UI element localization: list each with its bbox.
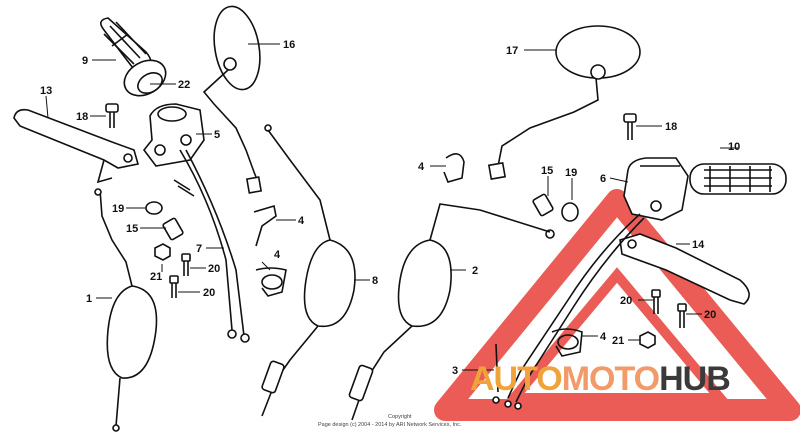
clamp-4-right-b [551, 328, 583, 357]
mirror-right [487, 25, 641, 181]
callout-15-right: 15 [541, 165, 553, 177]
callout-20-right-b: 20 [704, 309, 716, 321]
watermark-word-auto: AUTO [470, 360, 563, 398]
callout-13: 13 [40, 85, 52, 97]
washer-19-right [561, 202, 579, 222]
callout-8: 8 [372, 275, 378, 287]
callout-15-left: 15 [126, 223, 138, 235]
screw-15-left [162, 217, 184, 241]
cable-8 [261, 124, 356, 417]
cable-7 [173, 149, 250, 343]
callout-16: 16 [283, 39, 295, 51]
callout-20-left-a: 20 [208, 263, 220, 275]
watermark-word-hub: HUB [659, 360, 731, 398]
nut-21-right [639, 331, 656, 349]
callout-4-right-b: 4 [600, 331, 607, 343]
lever-right [619, 233, 750, 305]
clamp-4-left-a [253, 204, 277, 247]
wire-harness-3 [492, 213, 645, 410]
callout-17: 17 [506, 45, 518, 57]
callout-18-right: 18 [665, 121, 677, 133]
screw-20-right-b [677, 303, 687, 328]
clamp-4-left-b [255, 267, 287, 297]
leader-lines [45, 43, 738, 371]
callout-1: 1 [86, 293, 92, 305]
callout-4-left-a: 4 [298, 215, 305, 227]
callout-9: 9 [82, 55, 88, 67]
callout-19-right: 19 [565, 167, 577, 179]
callout-5: 5 [214, 129, 220, 141]
lever-bracket [142, 103, 205, 167]
callout-10: 10 [728, 141, 740, 153]
callout-4-right-a: 4 [418, 161, 425, 173]
callout-6: 6 [600, 173, 606, 185]
cable-2 [348, 203, 555, 421]
bolt-18-right [623, 113, 637, 140]
callout-7: 7 [196, 243, 202, 255]
screw-20-right-a [651, 289, 661, 314]
copyright-title: Copyright [388, 414, 412, 420]
copyright-notice: Page design (c) 2004 - 2014 by ARI Netwo… [318, 422, 462, 428]
screw-20-left-b [169, 275, 179, 298]
watermark-triangle [434, 189, 800, 421]
callout-20-right-a: 20 [620, 295, 632, 307]
callout-22: 22 [178, 79, 190, 91]
master-cylinder [623, 157, 689, 221]
screw-15-right [532, 193, 554, 217]
screw-20-left-a [181, 253, 191, 276]
callout-3: 3 [452, 365, 458, 377]
cable-1 [94, 188, 158, 432]
callout-21-left: 21 [150, 271, 162, 283]
callout-labels: 9 22 16 13 18 5 19 15 7 4 4 21 20 20 1 8… [40, 39, 740, 377]
callout-4-left-b: 4 [274, 249, 281, 261]
grip-right [689, 163, 787, 195]
mirror-left [202, 5, 263, 194]
callout-20-left-b: 20 [203, 287, 215, 299]
washer-19-left [145, 201, 163, 215]
callout-21-right: 21 [612, 335, 624, 347]
callout-14: 14 [692, 239, 705, 251]
grip-left [100, 17, 167, 97]
watermark-logo-text: AUTOMOTOHUB [470, 360, 731, 398]
clamp-4-right-a [443, 153, 465, 183]
callout-18-left: 18 [76, 111, 88, 123]
watermark-word-moto: MOTO [561, 360, 660, 398]
callout-2: 2 [472, 265, 478, 277]
callout-19-left: 19 [112, 203, 124, 215]
nut-21-left [154, 243, 171, 261]
bolt-18-left [105, 103, 119, 128]
lever-left [13, 108, 140, 184]
